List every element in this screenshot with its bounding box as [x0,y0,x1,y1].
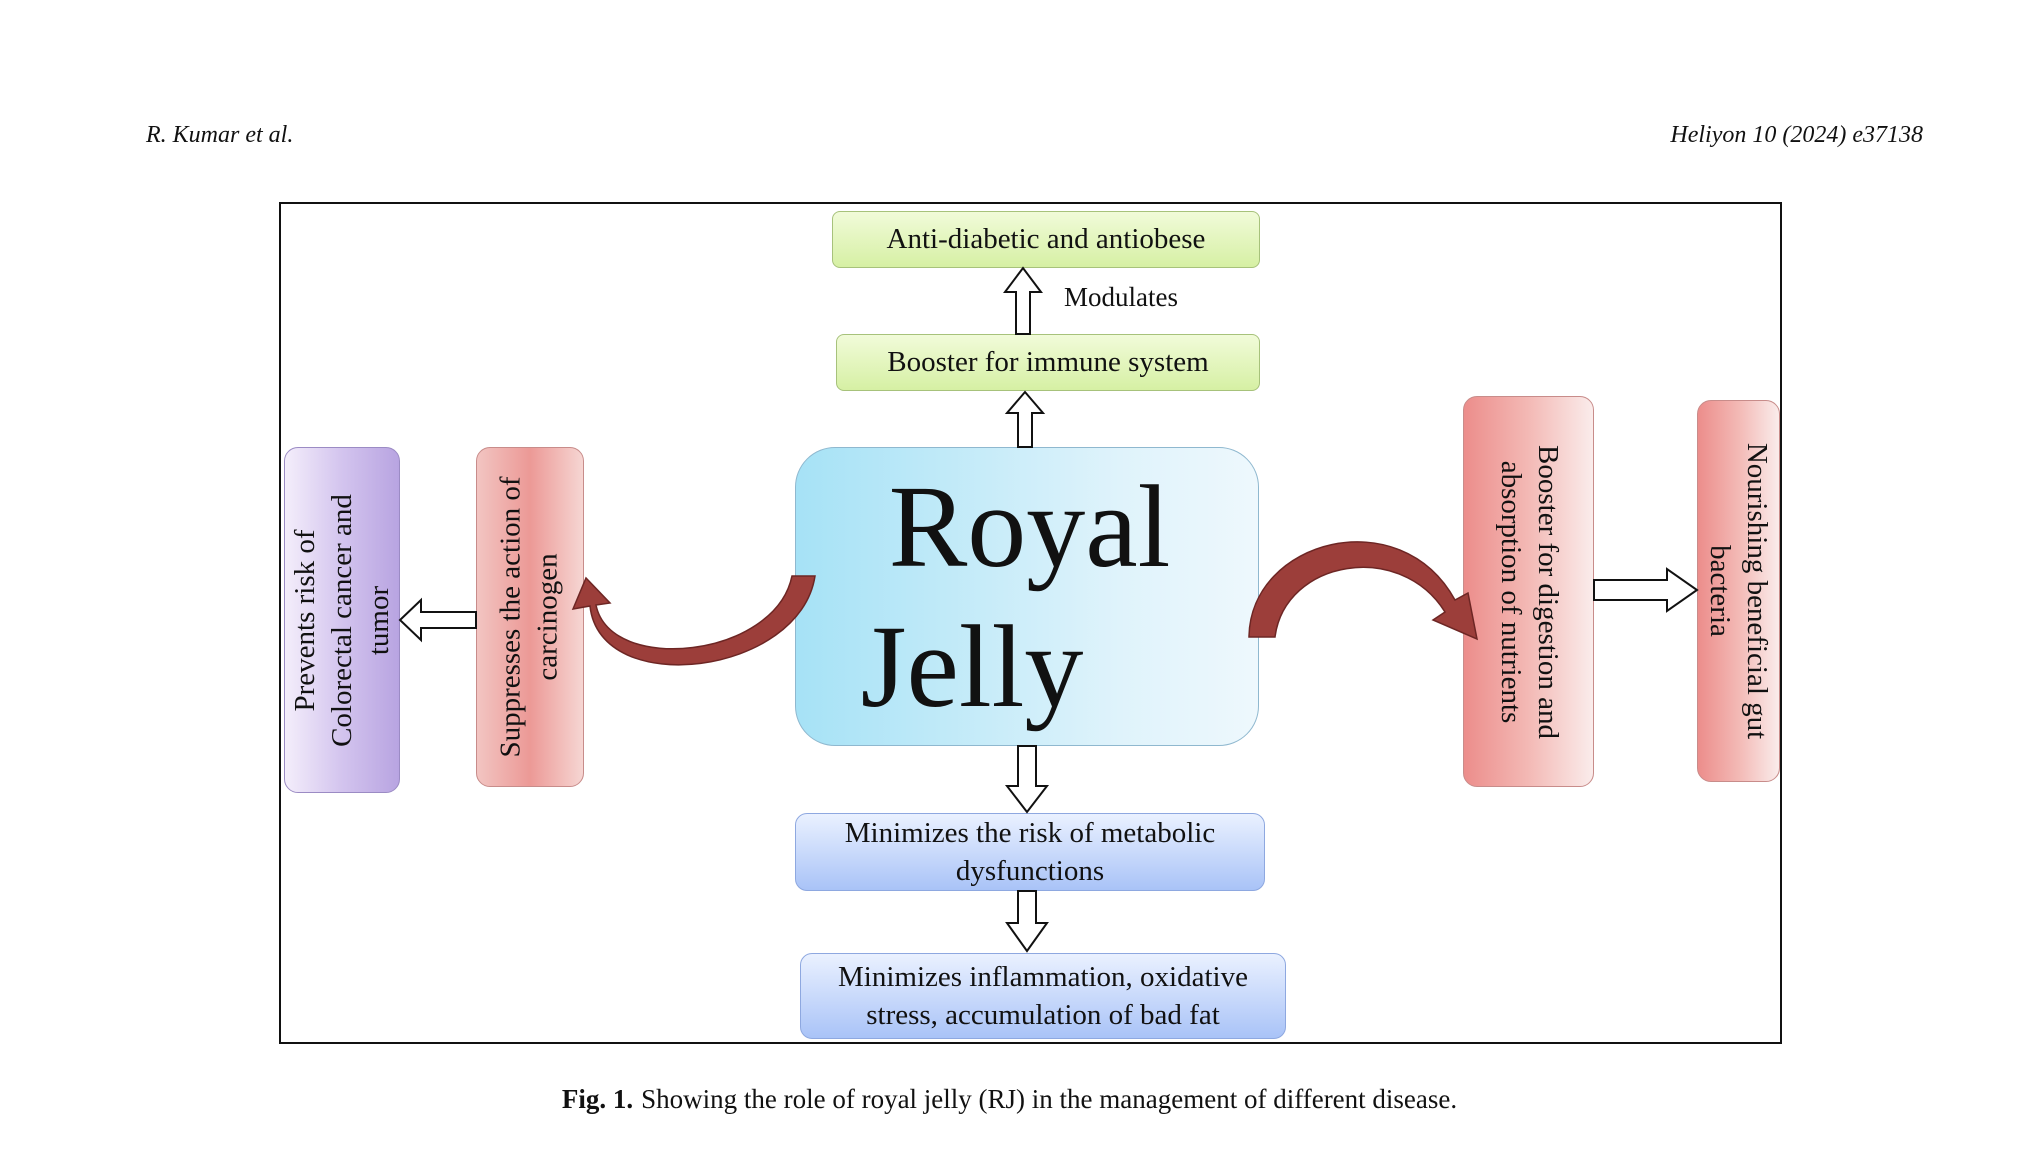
curved-arrow-left [571,575,816,666]
royal-label: Royal [888,460,1171,592]
down-arrow-metabolic [1004,745,1050,814]
jelly-label: Jelly [860,600,1084,732]
immune-booster-box: Booster for immune system [836,334,1260,391]
carcinogen-box: Suppresses the action of carcinogen [476,447,584,787]
metabolic-dysfunction-box: Minimizes the risk of metabolic dysfunct… [795,813,1265,891]
royal-jelly-box: Royal Jelly [795,447,1259,746]
anti-diabetic-label: Anti-diabetic and antiobese [886,223,1206,255]
gut-bacteria-box: Nourishing beneficial gut bacteria [1697,400,1780,782]
curved-arrow-right [1248,541,1479,641]
metabolic-line-1: Minimizes the risk of metabolic [844,817,1216,849]
anti-diabetic-box: Anti-diabetic and antiobese [832,211,1260,268]
colorectal-cancer-box: Prevents risk of Colorectal cancer and t… [284,447,400,793]
up-arrow-immune [1004,390,1046,448]
inflammation-line-2: stress, accumulation of bad fat [866,999,1220,1031]
left-arrow-colorectal [398,597,477,643]
metabolic-line-2: dysfunctions [955,855,1105,887]
right-arrow-gut-bacteria [1593,567,1699,613]
modulates-label: Modulates [1064,282,1178,312]
immune-booster-label: Booster for immune system [887,346,1209,378]
figure-caption: Fig. 1.Showing the role of royal jelly (… [0,1084,2019,1115]
caption-label: Fig. 1. [561,1084,634,1114]
running-header-journal: Heliyon 10 (2024) e37138 [1670,122,1923,148]
running-header-authors: R. Kumar et al. [146,122,294,148]
inflammation-line-1: Minimizes inflammation, oxidative [838,961,1248,993]
inflammation-box: Minimizes inflammation, oxidative stress… [800,953,1286,1039]
up-arrow-modulates [1003,266,1043,335]
digestion-booster-box: Booster for digestion and absorption of … [1463,396,1594,787]
down-arrow-inflammation [1005,890,1049,953]
caption-text: Showing the role of royal jelly (RJ) in … [641,1084,1458,1114]
